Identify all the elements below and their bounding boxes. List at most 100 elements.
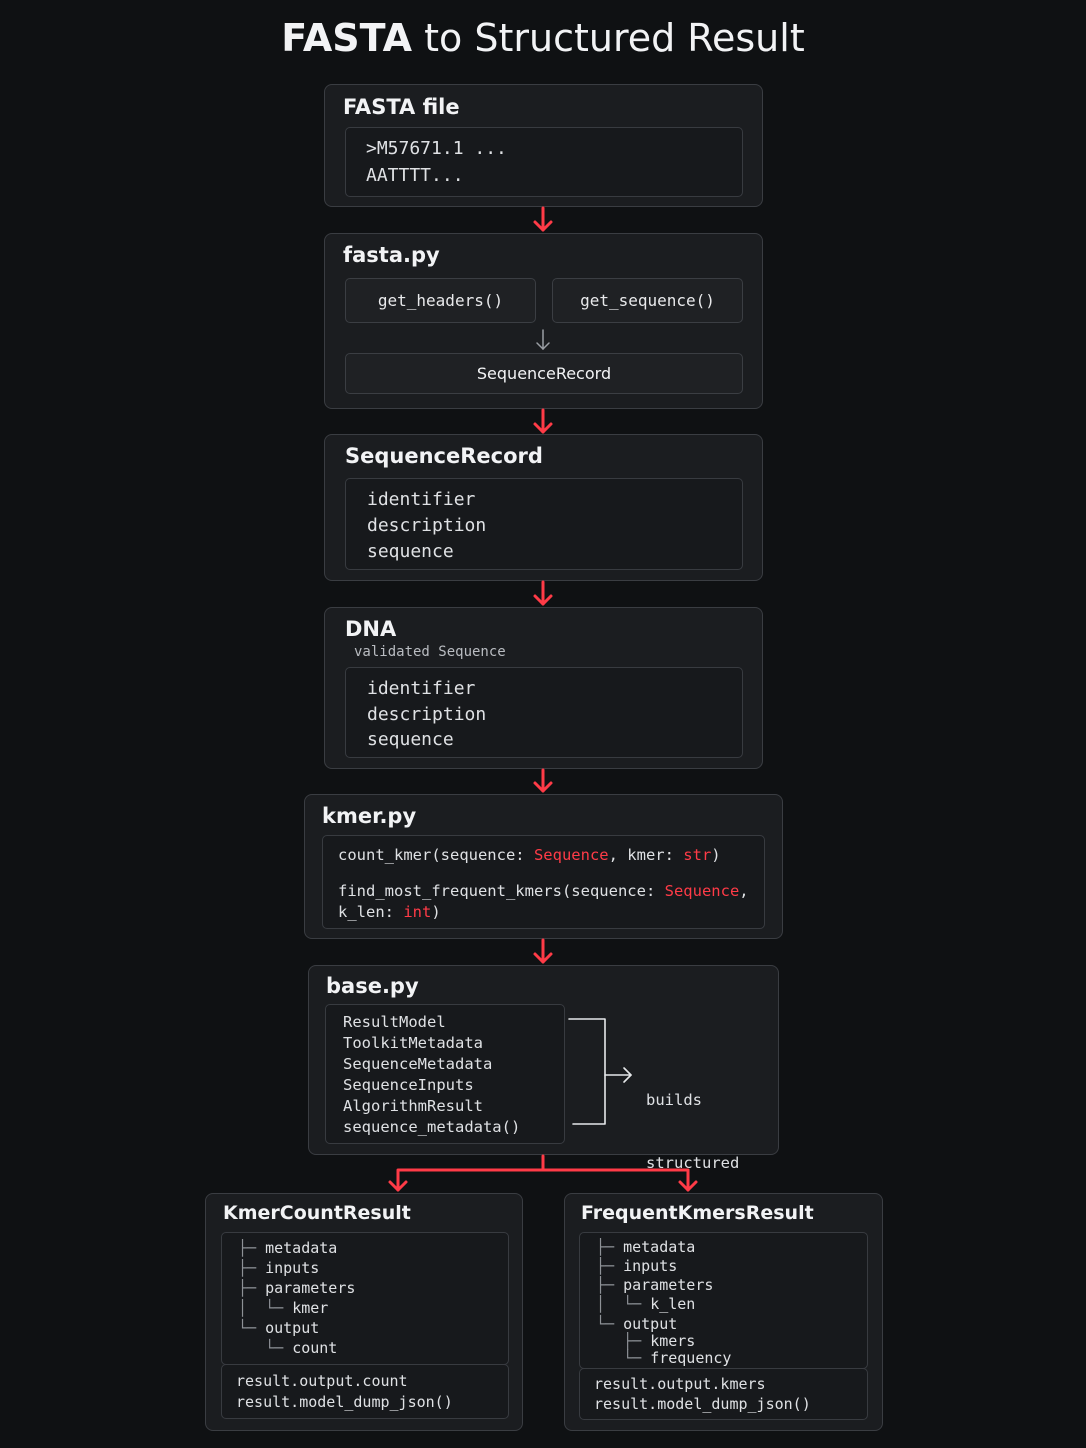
bracket-builds	[568, 1018, 632, 1125]
tree-branch: ├─	[238, 1279, 257, 1297]
tree-branch: └─	[596, 1349, 642, 1367]
frequent-kmers-tree: ├─ metadata ├─ inputs ├─ parameters │ └─…	[579, 1232, 868, 1369]
note-line: structured	[646, 1154, 740, 1172]
type-str: str	[683, 846, 712, 864]
class-sequence-inputs: SequenceInputs	[343, 1076, 474, 1094]
title-bold: FASTA	[281, 16, 413, 60]
tree-branch: └─	[238, 1319, 257, 1337]
diagram-title: FASTA to Structured Result	[0, 16, 1086, 60]
tree-row: │ └─ k_len	[596, 1295, 695, 1313]
field-identifier: identifier	[367, 678, 476, 699]
tree-label: inputs	[623, 1257, 678, 1275]
usage-line: result.model_dump_json()	[236, 1393, 453, 1411]
fasta-py-box: fasta.py get_headers() get_sequence() Se…	[324, 233, 763, 409]
tree-branch: ├─	[596, 1238, 615, 1256]
kmer-count-usage: result.output.count result.model_dump_js…	[221, 1364, 509, 1419]
tree-branch: ├─	[596, 1332, 642, 1350]
sequence-record-title: SequenceRecord	[345, 444, 543, 468]
tree-label: metadata	[623, 1238, 696, 1256]
type-sequence: Sequence	[533, 846, 609, 864]
fasta-file-content: >M57671.1 ... AATTTT...	[345, 127, 743, 197]
kmer-py-box: kmer.py count_kmer(sequence: Sequence, k…	[304, 794, 783, 939]
frequent-kmers-result-title: FrequentKmersResult	[581, 1202, 814, 1224]
class-result-model: ResultModel	[343, 1013, 446, 1031]
sig-text: )	[711, 846, 721, 864]
tree-branch: ├─	[596, 1276, 615, 1294]
dna-subtitle: validated Sequence	[354, 644, 506, 660]
type-sequence: Sequence	[664, 882, 740, 900]
sig-text: k_len:	[338, 903, 404, 921]
sig-text: )	[431, 903, 441, 921]
kmer-count-tree: ├─ metadata ├─ inputs ├─ parameters │ └─…	[221, 1232, 509, 1365]
tree-label: parameters	[623, 1276, 714, 1294]
sig-text: count_kmer(sequence:	[338, 846, 534, 864]
tree-row: ├─ kmers	[596, 1332, 695, 1350]
tree-row: ├─ parameters	[596, 1276, 713, 1294]
tree-branch: ├─	[238, 1239, 257, 1257]
tree-row: ├─ inputs	[238, 1259, 319, 1277]
sig-text: find_most_frequent_kmers(sequence:	[338, 882, 665, 900]
arrow-kmer-to-base	[533, 938, 553, 964]
kmer-count-result-title: KmerCountResult	[223, 1202, 411, 1224]
kmer-functions: count_kmer(sequence: Sequence, kmer: str…	[322, 835, 765, 929]
tree-row: ├─ metadata	[238, 1239, 337, 1257]
field-sequence: sequence	[367, 729, 454, 750]
sequence-record-output: SequenceRecord	[345, 353, 743, 394]
dna-fields: identifier description sequence	[345, 667, 743, 758]
tree-branch: ├─	[596, 1257, 615, 1275]
type-int: int	[403, 903, 432, 921]
field-sequence: sequence	[367, 541, 454, 562]
tree-label: count	[292, 1339, 338, 1357]
arrow-parser-to-record	[533, 408, 553, 434]
arrow-record-to-dna	[533, 580, 553, 606]
field-description: description	[367, 704, 487, 725]
tree-row: └─ count	[238, 1339, 337, 1357]
arrow-fasta-to-parser	[533, 206, 553, 232]
kmer-count-result-box: KmerCountResult ├─ metadata ├─ inputs ├─…	[205, 1193, 523, 1431]
tree-label: output	[265, 1319, 320, 1337]
base-classes: ResultModel ToolkitMetadata SequenceMeta…	[325, 1004, 565, 1144]
kmer-py-title: kmer.py	[322, 804, 417, 828]
tree-branch: │ └─	[238, 1299, 284, 1317]
tree-row: │ └─ kmer	[238, 1299, 328, 1317]
usage-line: result.output.count	[236, 1372, 408, 1390]
fasta-file-box: FASTA file >M57671.1 ... AATTTT...	[324, 84, 763, 207]
tree-label: inputs	[265, 1259, 320, 1277]
tree-row: └─ output	[238, 1319, 319, 1337]
tree-label: kmer	[292, 1299, 329, 1317]
note-line: builds	[646, 1091, 702, 1109]
usage-line: result.model_dump_json()	[594, 1395, 811, 1413]
fasta-file-title: FASTA file	[343, 95, 460, 119]
title-rest: to Structured Result	[412, 16, 805, 60]
base-py-box: base.py ResultModel ToolkitMetadata Sequ…	[308, 965, 779, 1235]
fasta-header-line: >M57671.1 ...	[366, 138, 507, 159]
find-most-frequent-signature-line2: k_len: int)	[338, 903, 441, 921]
tree-row: ├─ metadata	[596, 1238, 695, 1256]
tree-label: frequency	[650, 1349, 732, 1367]
frequent-kmers-usage: result.output.kmers result.model_dump_js…	[579, 1368, 868, 1420]
tree-row: ├─ inputs	[596, 1257, 677, 1275]
class-toolkit-metadata: ToolkitMetadata	[343, 1034, 483, 1052]
sequence-record-box: SequenceRecord identifier description se…	[324, 434, 763, 581]
fasta-sequence-line: AATTTT...	[366, 165, 464, 186]
tree-label: kmers	[650, 1332, 696, 1350]
usage-line: result.output.kmers	[594, 1375, 766, 1393]
tree-row: └─ frequency	[596, 1349, 731, 1367]
class-sequence-metadata: SequenceMetadata	[343, 1055, 493, 1073]
frequent-kmers-result-box: FrequentKmersResult ├─ metadata ├─ input…	[564, 1193, 883, 1431]
arrow-methods-to-record	[536, 329, 550, 351]
tree-branch: ├─	[238, 1259, 257, 1277]
count-kmer-signature: count_kmer(sequence: Sequence, kmer: str…	[338, 846, 721, 864]
class-algorithm-result: AlgorithmResult	[343, 1097, 483, 1115]
sig-text: , kmer:	[608, 846, 684, 864]
find-most-frequent-signature-line1: find_most_frequent_kmers(sequence: Seque…	[338, 882, 749, 900]
get-sequence-method: get_sequence()	[552, 278, 743, 323]
function-sequence-metadata: sequence_metadata()	[343, 1118, 521, 1136]
tree-label: k_len	[650, 1295, 696, 1313]
tree-branch: └─	[238, 1339, 284, 1357]
arrow-dna-to-kmer	[533, 768, 553, 793]
tree-row: └─ output	[596, 1315, 677, 1333]
dna-box: DNA validated Sequence identifier descri…	[324, 607, 763, 769]
field-description: description	[367, 515, 487, 536]
